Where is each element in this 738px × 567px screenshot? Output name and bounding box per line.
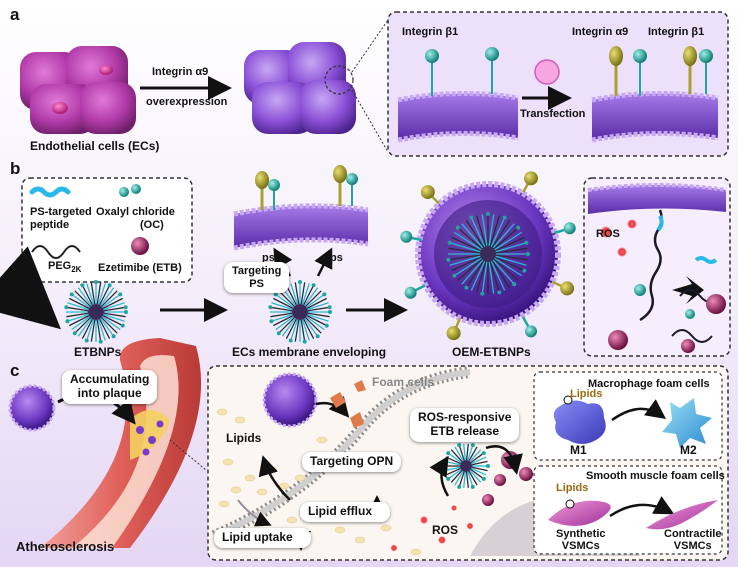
etbnps-particle — [64, 280, 128, 344]
legend-oc-2: (OC) — [140, 219, 164, 231]
ps-label-left: ps — [262, 252, 275, 264]
transfection-label: Transfection — [520, 108, 586, 120]
m1-label: M1 — [570, 443, 587, 457]
nanoparticle-foam — [264, 374, 316, 426]
m1-macrophage — [553, 400, 606, 444]
smc-box — [533, 465, 723, 555]
legend-ps-peptide-1: PS-targeted — [30, 206, 92, 218]
contractile-vsmc — [646, 500, 718, 530]
nanoparticle-vessel — [10, 386, 54, 430]
endothelial-cells-label: Endothelial cells (ECs) — [30, 139, 160, 153]
panel-b-letter: b — [10, 159, 21, 178]
m2-macrophage — [662, 398, 712, 448]
atherosclerosis-label: Atherosclerosis — [16, 539, 115, 554]
etbnps-label: ETBNPs — [74, 345, 122, 359]
panel-a-letter: a — [10, 5, 20, 24]
smc-lipids-label: Lipids — [556, 482, 589, 494]
legend-oc-icon — [119, 184, 141, 197]
lipid-droplets — [216, 408, 422, 556]
integrin-b1-left-label: Integrin β1 — [402, 26, 459, 38]
smc-title: Smooth muscle foam cells — [586, 470, 725, 482]
membrane-left — [397, 47, 519, 143]
zoom-circle — [324, 65, 354, 95]
overexpression-label-2: overexpression — [146, 96, 228, 108]
lipid-uptake-pill: Lipid uptake — [214, 528, 311, 548]
ros-release-star — [442, 443, 490, 489]
ros-sparks — [390, 505, 474, 552]
macrophage-lipids-label: Lipids — [570, 388, 603, 400]
lipids-label: Lipids — [226, 431, 262, 445]
lipid-efflux-arrow — [258, 455, 291, 501]
endothelial-cells-purple — [244, 42, 356, 134]
oem-etbnps-label: OEM-ETBNPs — [452, 345, 531, 359]
artery-vessel — [40, 338, 202, 548]
oem-etbnps-particle — [400, 171, 576, 341]
etbnps-middle-particle — [268, 280, 332, 344]
ros-label-c: ROS — [432, 523, 459, 537]
panel-c-letter: c — [10, 361, 20, 380]
legend-peg: PEG2K — [48, 260, 82, 275]
foam-cells-label: Foam cells — [372, 375, 435, 389]
panel-b-legend-box — [21, 177, 193, 283]
targeting-opn-pill: Targeting OPN — [302, 452, 402, 472]
ros-release-illustration — [587, 183, 727, 353]
synthetic-vsmc — [548, 500, 611, 526]
membrane-right — [591, 46, 719, 143]
endothelial-cells-magenta — [20, 46, 136, 134]
legend-ps-peptide-icon — [29, 186, 71, 198]
macrophage-title: Macrophage foam cells — [588, 378, 710, 390]
membrane-enveloping-label: ECs membrane enveloping — [232, 345, 387, 359]
lipid-efflux-pill: Lipid efflux — [300, 502, 390, 522]
legend-ps-peptide-2: peptide — [30, 219, 70, 231]
lipid-uptake-arrow — [237, 499, 272, 527]
legend-etb-icon — [131, 237, 149, 255]
legend-etb: Ezetimibe (ETB) — [98, 262, 182, 274]
integrin-b1-right-label: Integrin β1 — [648, 26, 705, 38]
virus-particle — [534, 59, 560, 85]
ps-arrow-right — [314, 247, 333, 277]
opn-protein — [330, 392, 346, 408]
ec-membrane-fragment — [233, 165, 369, 251]
ps-label-right: ps — [330, 252, 343, 264]
m2-label: M2 — [680, 443, 697, 457]
ros-label-b: ROS — [596, 228, 620, 240]
legend-oc-1: Oxalyl chloride — [96, 206, 175, 218]
overexpression-label-1: Integrin α9 — [152, 66, 209, 78]
legend-to-etbnps-arrow — [0, 246, 61, 330]
integrin-a9-label: Integrin α9 — [572, 26, 629, 38]
